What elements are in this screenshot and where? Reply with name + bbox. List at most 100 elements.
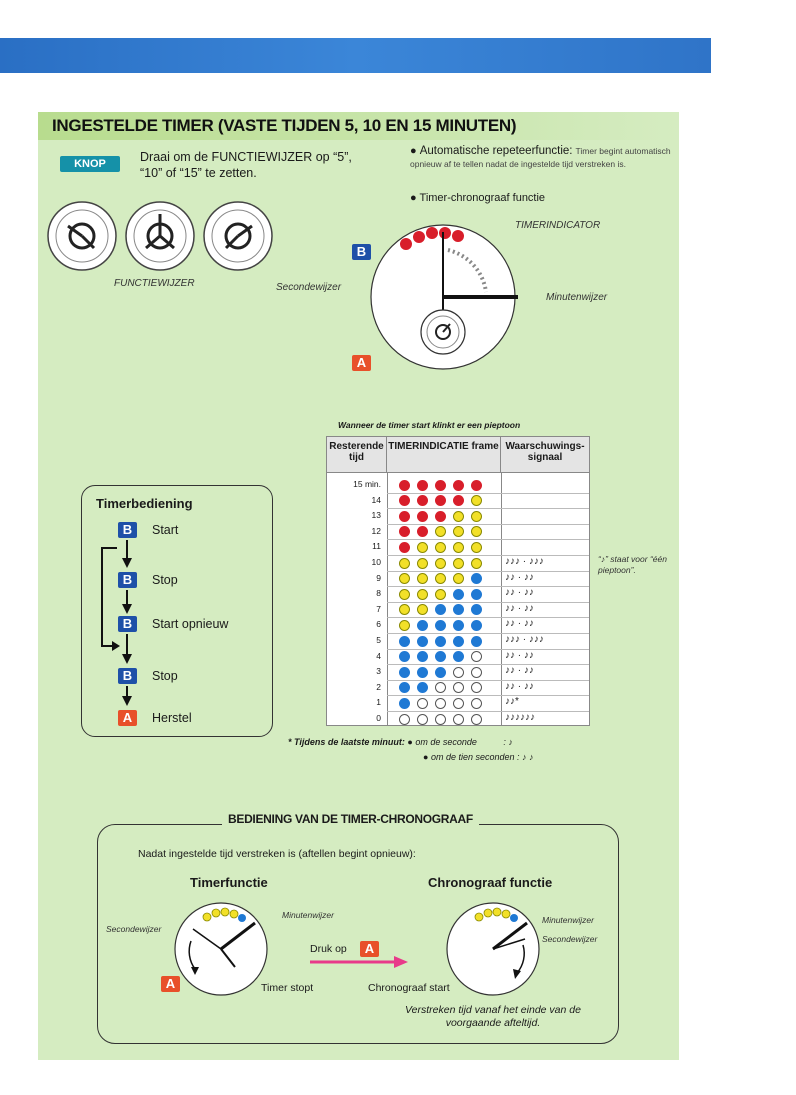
indicator-dot [471,604,482,616]
row-divider [387,679,589,681]
timerindicator-label: TIMERINDICATOR [515,220,601,231]
indicator-dot [453,604,464,616]
row-label: 9 [376,572,381,583]
dial-5 [47,201,117,271]
signal-note: “♪” staat voor “één pieptoon”. [598,554,667,575]
signal-cell: ♪♪ · ♪♪ [505,665,534,677]
bed-minutenwijzer: Minutenwijzer [282,910,334,920]
indicator-dot [471,682,482,694]
col-divider-2 [501,473,502,725]
row-label: 11 [372,541,381,552]
bediening-intro: Nadat ingestelde tijd verstreken is (aft… [138,848,416,860]
indicator-dot [399,682,410,694]
indicator-dot [399,510,410,522]
indicator-dot [435,573,446,585]
row-divider [387,633,589,634]
indicator-dot [435,479,446,491]
header-resterende: Resterende tijd [327,437,387,473]
repeat-title: Automatische repeteerfunctie: [419,145,573,157]
indicator-dot [417,557,428,569]
indicator-dot [471,635,482,647]
footnote-label: * Tijdens de laatste minuut: [288,737,405,747]
row-divider [387,601,589,603]
chrono-secondewijzer: Secondewijzer [542,934,598,944]
minutenwijzer-label: Minutenwijzer [546,292,608,303]
header-timerindicatie: TIMERINDICATIE frame [387,437,501,473]
indicator-dot [399,697,410,709]
indicator-dot [417,713,428,725]
indicator-dot [399,573,410,585]
timerbediening-box: Timerbediening B Start B Stop B Start op… [81,485,273,737]
timerbediening-title: Timerbediening [96,496,193,511]
indicator-dot [453,557,464,569]
functiewijzer-label: FUNCTIEWIJZER [114,278,195,289]
step-start-button: B [118,522,137,538]
indicator-dot [453,697,464,709]
indicator-dot [417,479,428,491]
indicator-dot [471,651,482,663]
step-reset-button: A [118,710,137,726]
indicator-dot [435,651,446,663]
footnote-line-1: * Tijdens de laatste minuut: ● om de sec… [288,737,513,747]
chronograaf-head: Chronograaf functie [428,875,553,890]
signal-cell: ♪♪ · ♪♪ [505,602,534,614]
indicator-dot [435,495,446,507]
signal-cell: ♪♪♪ · ♪♪♪ [505,556,544,567]
timer-stopt: Timer stopt [261,982,314,994]
step-reset-label: Herstel [152,711,192,725]
row-label: 0 [376,713,381,723]
bediening-title: BEDIENING VAN DE TIMER-CHRONOGRAAF [222,812,479,826]
timer-watch-small [174,902,268,996]
indicator-dot [471,541,482,553]
indicator-dot [471,666,482,678]
indicator-dot [399,651,410,663]
indicator-dot [453,635,464,647]
indicator-dot [471,495,482,507]
indicator-dot [435,604,446,616]
indicator-dot [471,510,482,522]
row-label: 4 [376,650,381,661]
indicator-dot [471,557,482,569]
indicator-dot [471,713,482,725]
button-b-icon: B [352,244,371,260]
indicator-dot [399,635,410,647]
indicator-dot [399,479,410,491]
indicator-dot [435,635,446,647]
repeat-text: Timer begint automatisch opnieuw af te t… [410,146,671,169]
dial-10 [125,201,195,271]
top-color-bar [0,38,711,73]
indicator-dot [399,557,410,569]
row-divider [387,570,589,572]
row-label: 3 [376,666,381,677]
header-waarschuwing: Waarschuwings- signaal [501,437,589,473]
dial-15 [203,201,273,271]
row-label: 5 [376,635,381,645]
bed-secondewijzer: Secondewijzer [106,924,162,934]
knop-badge: KNOP [60,156,120,172]
row-divider [387,539,589,541]
secondewijzer-label: Secondewijzer [276,282,342,293]
indicator-dot [453,666,464,678]
indicator-dot [435,697,446,709]
indicator-dot [417,573,428,585]
step-stop2-button: B [118,668,137,684]
indicator-dot [435,541,446,553]
row-divider [387,648,589,650]
step-stop-label: Stop [152,573,178,587]
indicator-dot [453,541,464,553]
indicator-dot [399,619,410,631]
timer-table: Resterende tijd TIMERINDICATIE frame Waa… [326,436,590,726]
manual-panel: INGESTELDE TIMER (VASTE TIJDEN 5, 10 EN … [38,112,679,1060]
indicator-dot [471,619,482,631]
pink-arrow [310,956,408,968]
chronograaf-start: Chronograaf start [368,982,450,994]
indicator-dot [435,666,446,678]
chrono-bullet: ● Timer-chronograaf functie [410,192,546,204]
signal-cell: ♪♪♪♪♪♪ [505,712,535,723]
indicator-dot [417,541,428,553]
row-label: 13 [371,510,381,521]
signal-cell: ♪♪ · ♪♪ [505,571,534,583]
indicator-dot [435,713,446,725]
row-divider [387,555,589,556]
indicator-dot [399,588,410,600]
